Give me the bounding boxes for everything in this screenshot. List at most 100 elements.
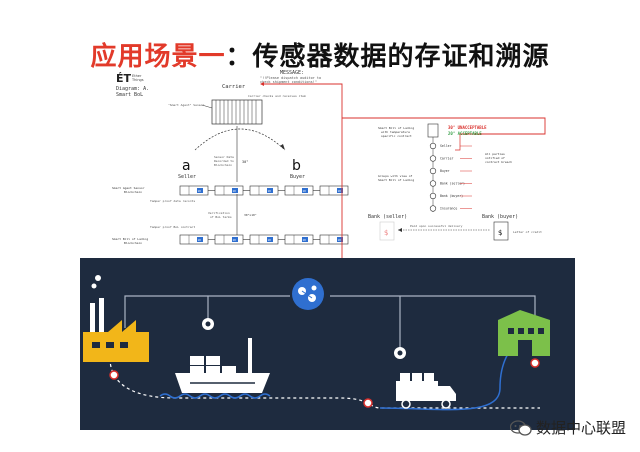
- chain-block-tag: 10: [303, 189, 307, 193]
- chain-block: 10: [319, 234, 349, 245]
- chain-block-tag: 10: [198, 189, 202, 193]
- chain-block: 10: [319, 185, 349, 196]
- bol-temp-3: specific contract: [381, 134, 412, 138]
- red-link-vertical: [262, 83, 343, 260]
- logo-sub2: Things: [131, 78, 144, 82]
- chain-block-tag: 10: [233, 189, 237, 193]
- warehouse-icon: [498, 310, 550, 356]
- party-label: Seller: [440, 144, 452, 148]
- bank-buyer-doc-icon: [493, 221, 509, 241]
- tamper-contract-note: Tamper proof BoL contract: [150, 225, 195, 229]
- bol-blockchain: 10 10 10 10 10: [179, 234, 349, 245]
- chain-block-tag: 10: [268, 189, 272, 193]
- buyer-letter: b: [292, 158, 301, 174]
- party-list-item: Buyer: [429, 167, 472, 175]
- blockchain-hub-icon: [292, 278, 324, 310]
- cargo-ship-icon: [175, 338, 270, 393]
- all-parties-3: contract breach: [485, 160, 512, 164]
- chain-block-tag: 10: [338, 238, 342, 242]
- chain-block: 10: [249, 185, 279, 196]
- bol-temp-1: Smart Bill of Lading: [378, 126, 414, 130]
- water-waves: [159, 393, 271, 399]
- temp-badge-2: 30°x10°: [244, 213, 257, 217]
- chain-block: 10: [284, 185, 314, 196]
- carrier-note: Carrier checks and receives item: [248, 94, 306, 98]
- location-pin-icon: [109, 370, 119, 380]
- dollar-icon-seller: $: [384, 229, 388, 237]
- chain-block-tag: 10: [303, 238, 307, 242]
- payment-note: Paid upon successful delivery: [410, 224, 463, 228]
- chain2-label-2: Blockchain: [124, 241, 142, 245]
- chain2-label-1: Smart Bill of Lading: [112, 237, 148, 241]
- tamper-records-note: Tamper proof data records: [150, 199, 195, 203]
- location-pin-icon: [530, 358, 540, 368]
- sensor-note-1: Sensor Data: [214, 155, 234, 159]
- factory-icon: [83, 275, 149, 362]
- seller-letter: a: [182, 158, 191, 174]
- chain-block: 10: [284, 234, 314, 245]
- chain-block: 10: [214, 234, 244, 245]
- red-link-right: [342, 117, 546, 135]
- contract-doc-icon: [427, 123, 439, 138]
- all-parties-2: notified of: [485, 156, 505, 160]
- letter-of-credit-note: Letter of credit: [513, 230, 542, 234]
- smart-bol-diagram: ÉT Ether Things Diagram: A. Smart BoL ME…: [110, 70, 550, 260]
- delivery-truck-icon: [396, 373, 456, 409]
- logo-sub1: Ether: [132, 74, 142, 78]
- sensor-note-2: Recorded to: [214, 159, 234, 163]
- location-pin-icon: [363, 398, 373, 408]
- chain-block-tag: 10: [233, 238, 237, 242]
- network-line-left: [124, 295, 290, 328]
- logo-mark: ÉT: [116, 72, 132, 85]
- bank-buyer-label: Bank (buyer): [482, 214, 518, 220]
- carrier-label: Carrier: [222, 84, 246, 90]
- wechat-icon: [509, 419, 532, 436]
- party-list-item: Insurance: [429, 205, 472, 212]
- chain-block-tag: 10: [338, 189, 342, 193]
- acceptable-label: 20° ACCEPTABLE: [448, 131, 482, 136]
- message-line-2: check shipment conditions!": [260, 80, 317, 84]
- party-list-item: Carrier: [429, 155, 472, 162]
- message-title: MESSAGE:: [280, 70, 304, 76]
- bol-temp-2: with temperature: [381, 130, 410, 134]
- chain-block: 10: [179, 234, 209, 245]
- chain-block-tag: 10: [268, 238, 272, 242]
- chain1-label-2: Blockchain: [124, 190, 142, 194]
- bank-seller-label: Bank (seller): [368, 214, 407, 220]
- diagram-caption-1: Diagram: A.: [116, 86, 149, 92]
- message-line-1: "!!Please dispatch auditor to: [260, 76, 321, 80]
- verification-note-1: Verification: [208, 211, 230, 215]
- party-label: Buyer: [440, 169, 450, 173]
- truck-container-icon: [211, 99, 263, 125]
- chain-block: 10: [179, 185, 209, 196]
- chain-block: 10: [249, 234, 279, 245]
- bank-seller-doc-icon: [379, 221, 395, 241]
- etherthings-logo: ÉT Ether Things: [116, 72, 144, 85]
- diagram-caption-2: Smart BoL: [116, 92, 143, 98]
- sensor-node-icon: [394, 347, 406, 359]
- smart-agent-label: "Smart Agent" Sensor: [168, 103, 204, 107]
- party-list-item: Seller: [429, 142, 472, 150]
- title-highlight: 应用场景一: [90, 42, 226, 72]
- sensor-note-3: Blockchain: [214, 163, 232, 167]
- temp-badge: 30°: [242, 160, 248, 164]
- party-list-item: Bank (seller): [429, 180, 472, 187]
- slide-title: 应用场景一：传感器数据的存证和溯源: [0, 36, 640, 73]
- delivery-arc: [194, 128, 286, 151]
- chain-block-tag: 10: [198, 238, 202, 242]
- chain1-label-1: Smart Agent Sensor: [112, 186, 145, 190]
- supply-chain-illustration: [80, 258, 575, 430]
- network-line-right: [330, 295, 536, 318]
- unacceptable-label: 30° UNACCEPTABLE: [448, 125, 487, 130]
- watermark-text: 数据中心联盟: [535, 419, 626, 437]
- watermark: 数据中心联盟: [509, 417, 626, 438]
- party-list-item: Bank (buyer): [429, 192, 472, 200]
- groups-note-2: Smart Bill of Lading: [378, 178, 414, 182]
- party-label: Insurance: [440, 207, 457, 211]
- groups-note-1: Groups with view of: [378, 174, 413, 178]
- sensor-blockchain: 10 10 10 10 10: [179, 185, 349, 196]
- party-label: Carrier: [440, 157, 454, 161]
- party-label: Bank (buyer): [440, 194, 463, 198]
- buyer-label: Buyer: [290, 174, 305, 180]
